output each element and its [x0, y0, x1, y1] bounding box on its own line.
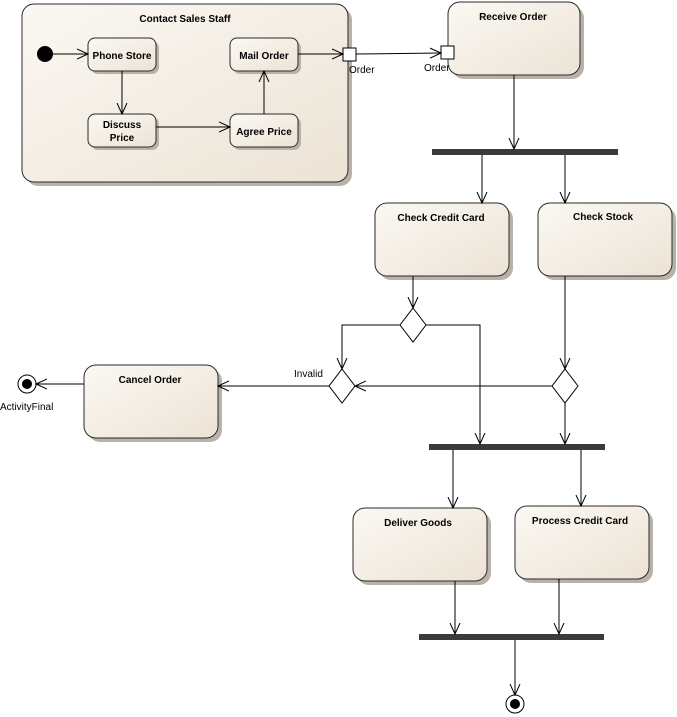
action-label: Check Credit Card — [397, 213, 484, 224]
action-phone-store[interactable]: Phone Store — [87, 37, 159, 74]
partition-contact-sales-staff[interactable]: Contact Sales Staff — [21, 3, 352, 186]
action-discuss-price[interactable]: Discuss Price — [87, 113, 159, 150]
fork-bar[interactable] — [432, 149, 618, 155]
decision-stock[interactable] — [551, 368, 579, 404]
action-label: Agree Price — [236, 127, 292, 138]
edges — [36, 53, 581, 695]
action-label: Mail Order — [239, 51, 289, 62]
edge — [355, 53, 441, 54]
edge — [426, 324, 480, 444]
guard-label-invalid: Invalid — [294, 369, 323, 380]
action-label-line1: Discuss — [103, 120, 142, 131]
action-check-credit-card[interactable]: Check Credit Card — [374, 202, 513, 280]
action-label: Receive Order — [479, 12, 547, 23]
action-label: Deliver Goods — [384, 518, 452, 529]
action-label: Check Stock — [573, 212, 633, 223]
decision-credit[interactable] — [399, 307, 427, 343]
action-label: Cancel Order — [119, 375, 182, 386]
action-label: Phone Store — [93, 51, 152, 62]
edge — [342, 324, 400, 369]
activity-final-left[interactable]: ActivityFinal — [0, 374, 53, 413]
action-label-line2: Price — [110, 133, 135, 144]
output-pin-order[interactable]: Order — [342, 47, 375, 76]
merge-invalid[interactable] — [328, 368, 356, 404]
join-fork-bar[interactable] — [429, 444, 605, 450]
partition-title: Contact Sales Staff — [139, 14, 231, 25]
action-deliver-goods[interactable]: Deliver Goods — [352, 507, 491, 585]
activity-final-label: ActivityFinal — [0, 402, 53, 413]
action-mail-order[interactable]: Mail Order — [229, 37, 301, 74]
action-process-credit-card[interactable]: Process Credit Card — [514, 505, 653, 583]
action-receive-order[interactable]: Receive Order — [447, 1, 584, 79]
action-cancel-order[interactable]: Cancel Order — [83, 364, 222, 442]
action-check-stock[interactable]: Check Stock — [537, 202, 676, 280]
join-bar[interactable] — [419, 634, 604, 640]
action-label: Process Credit Card — [532, 516, 628, 527]
pin-label: Order — [349, 65, 375, 76]
initial-node[interactable] — [37, 46, 53, 62]
activity-final-bottom[interactable] — [505, 694, 525, 714]
pin-label: Order — [424, 63, 450, 74]
action-agree-price[interactable]: Agree Price — [229, 113, 301, 150]
